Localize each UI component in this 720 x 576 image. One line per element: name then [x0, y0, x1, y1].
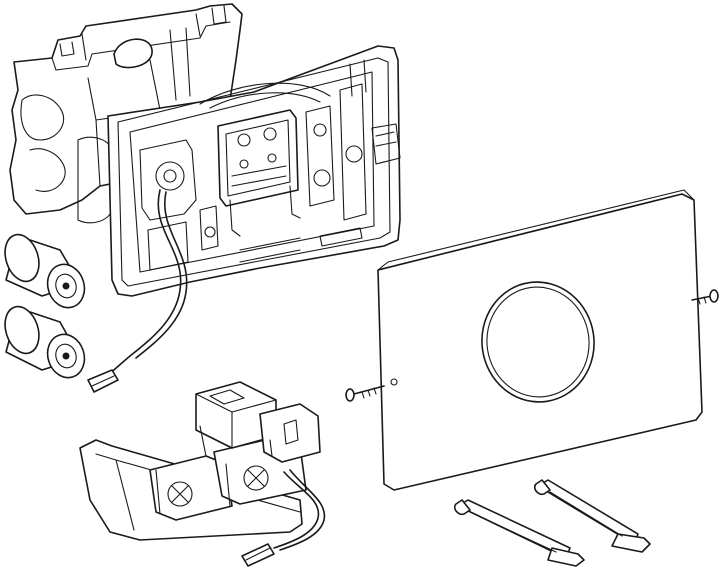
frame-mechanism-panel — [225, 119, 291, 197]
mounting-frame-inner-edge — [117, 57, 391, 287]
frame-bottom-tab — [319, 227, 363, 247]
mounting-frame — [107, 45, 401, 297]
plate-fixing-hole-left — [390, 378, 398, 386]
frame-mechanism-block — [217, 109, 299, 207]
frame-left-lower-block — [147, 221, 189, 271]
module-sensor-right — [243, 465, 269, 491]
frame-mechanism-hole — [263, 127, 277, 141]
electronics-module — [79, 381, 321, 541]
module-sensor-left — [167, 481, 193, 507]
module-housing-edges — [155, 463, 231, 515]
frame-mechanism-legs — [229, 185, 301, 237]
screw-right-head — [709, 289, 719, 303]
frame-mechanism-hole — [239, 159, 249, 169]
battery-2-end — [4, 305, 40, 355]
frame-bottom-slots — [239, 237, 301, 263]
battery-2 — [4, 305, 86, 379]
module-cable-connector-line — [245, 547, 271, 561]
module-sensor-left-cross — [171, 485, 189, 503]
frame-right-clip — [371, 123, 401, 165]
rear-frame-clip — [59, 41, 75, 57]
fixing-screws — [345, 289, 719, 402]
module-upper-box-lid — [209, 389, 245, 405]
frame-cable-wire-edge — [135, 191, 188, 359]
frame-cable-connector-line — [91, 375, 115, 387]
frame-left-gear — [155, 161, 185, 191]
rod-1-shaft — [457, 499, 571, 559]
screw-left-thread — [361, 387, 377, 399]
frame-mechanism-hole — [267, 153, 277, 163]
rod-1-groove — [469, 511, 557, 553]
rod-1-tip — [453, 499, 471, 516]
battery-2-ring — [55, 343, 77, 369]
frame-screw-hole — [204, 226, 216, 238]
frame-left-housing — [139, 139, 197, 221]
battery-1 — [4, 233, 86, 309]
rod-2-shaft — [537, 479, 639, 545]
screw-left-shaft — [353, 385, 385, 395]
mounting-frame-arch — [209, 92, 321, 109]
frame-mechanism-slots — [231, 165, 287, 187]
frame-right-hole — [345, 145, 363, 163]
rod-2-groove — [549, 491, 623, 537]
battery-1-terminal — [62, 282, 70, 290]
frame-cable — [87, 189, 188, 393]
module-cable-wire-edge — [279, 469, 326, 551]
rear-frame-notch — [81, 33, 87, 61]
screw-left-head — [345, 388, 355, 402]
screw-left — [345, 385, 385, 402]
battery-1-end — [4, 233, 40, 283]
rod-2-foot — [611, 533, 651, 553]
rod-2-tip — [533, 479, 551, 496]
frame-right-column — [305, 105, 335, 207]
frame-right-hole — [313, 123, 327, 137]
rear-frame-fold — [149, 59, 161, 111]
actuation-rods — [453, 479, 651, 567]
module-side-box — [259, 403, 321, 463]
rear-frame-cutout — [20, 94, 65, 141]
frame-left-rib — [199, 205, 219, 251]
rear-frame-notch — [195, 13, 201, 37]
battery-2-terminal — [62, 352, 70, 360]
rear-frame-ribs — [169, 27, 191, 101]
plate-front-face — [377, 193, 703, 491]
screw-right-thread — [697, 296, 707, 305]
plate-sensor-ring — [481, 281, 595, 403]
frame-left-gear-hub — [163, 169, 177, 183]
module-cable-wire — [273, 471, 320, 549]
module-cable-connector — [241, 543, 275, 567]
rear-frame-cutout — [29, 148, 66, 192]
rod-1-foot — [547, 547, 585, 567]
screw-right-shaft — [691, 295, 713, 301]
battery-1-ring — [55, 273, 77, 299]
module-supports — [199, 425, 273, 457]
frame-top-ribs — [349, 59, 367, 97]
frame-right-rail — [339, 83, 367, 221]
module-side-box-window — [283, 419, 299, 445]
rear-frame-clip — [211, 5, 227, 25]
screw-right — [691, 289, 719, 305]
mounting-frame-opening — [129, 71, 375, 273]
mounting-frame-arch — [199, 82, 331, 105]
actuation-plate — [377, 189, 703, 491]
module-upper-box-edges — [195, 393, 277, 449]
module-cable — [241, 469, 326, 567]
plate-top-edge — [377, 189, 695, 271]
frame-mechanism-hole — [237, 133, 251, 147]
rear-frame-cutout — [113, 38, 153, 69]
rod-1 — [453, 499, 585, 567]
rod-2 — [533, 479, 651, 553]
rear-frame-top-edge — [51, 21, 231, 71]
frame-cable-wire — [103, 189, 182, 379]
frame-right-hole — [313, 169, 331, 187]
plate-sensor-ring-inner — [486, 286, 590, 398]
frame-right-clip-lines — [375, 131, 397, 147]
batteries — [4, 233, 86, 379]
module-sensor-right-cross — [247, 469, 265, 487]
